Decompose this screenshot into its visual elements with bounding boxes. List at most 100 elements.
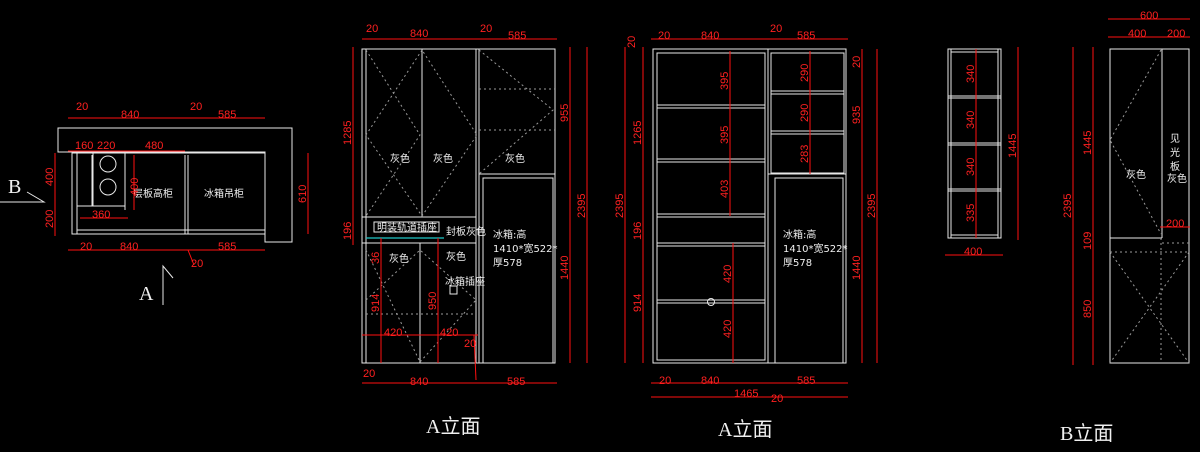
dim: 20	[771, 393, 783, 405]
dim: 585	[218, 109, 236, 121]
dim: 840	[701, 375, 719, 387]
fridge-spec: 冰箱:高	[493, 228, 526, 241]
dim: 1440	[559, 256, 571, 280]
dim: 840	[410, 28, 428, 40]
dim: 290	[799, 104, 811, 122]
dim: 20	[366, 23, 378, 35]
dim: 850	[1082, 300, 1094, 318]
dim: 585	[507, 376, 525, 388]
dim: 200	[1167, 28, 1185, 40]
dim: 160	[75, 140, 93, 152]
dim: 1440	[851, 256, 863, 280]
dim: 610	[297, 185, 309, 203]
dim: 585	[797, 30, 815, 42]
dim: 20	[659, 375, 671, 387]
dim: 20	[480, 23, 492, 35]
burner-icon	[99, 178, 117, 196]
dim: 20	[76, 101, 88, 113]
dim: 914	[370, 294, 382, 312]
dim: 20	[851, 56, 863, 68]
view-marker-b: B	[0, 176, 46, 203]
dim: 400	[964, 246, 982, 258]
dim: 335	[965, 204, 977, 222]
dim: 2395	[1062, 194, 1074, 218]
dim: 283	[799, 145, 811, 163]
dim: 196	[632, 222, 644, 240]
plan-dimensions: 20 840 20 585 160 220 480 400 200 400 36…	[44, 101, 309, 270]
dim: 200	[1166, 218, 1184, 230]
dim: 840	[701, 30, 719, 42]
label-shelf-cabinet: 层板高柜	[133, 187, 173, 200]
fridge-spec: 厚578	[493, 257, 522, 269]
dim: 1265	[632, 121, 644, 145]
view-marker-a: A	[139, 264, 174, 305]
dim: 420	[722, 320, 734, 338]
elevation-a-doors: 灰色 灰色 灰色 明装轨道插座 封板灰色 灰色 灰色 冰箱插座 冰箱:高 141…	[342, 23, 588, 438]
dim: 935	[851, 106, 863, 124]
svg-text:A: A	[139, 283, 154, 305]
dim: 400	[129, 178, 141, 196]
label-fridge-socket: 冰箱插座	[445, 275, 485, 288]
label-grey: 灰色	[505, 152, 525, 165]
cabinet-outline	[71, 152, 266, 235]
socket-icon	[449, 285, 458, 295]
label-cover-grey: 封板灰色	[446, 225, 486, 238]
fridge-spec: 冰箱:高	[783, 228, 816, 241]
dim: 480	[145, 140, 163, 152]
dim: 20	[190, 101, 202, 113]
dim: 340	[965, 158, 977, 176]
dim: 585	[797, 375, 815, 387]
elevation-title: B立面	[1060, 422, 1113, 445]
label-grey: 灰色	[1126, 168, 1146, 181]
svg-text:B: B	[8, 176, 21, 198]
label-exposed-panel: 灰色	[1167, 172, 1187, 185]
dim: 600	[1140, 10, 1158, 22]
elevation-b: 灰色 见 光 板 灰色 340 340 340 335 1445 400 600…	[945, 10, 1190, 445]
dim: 290	[799, 64, 811, 82]
label-exposed-panel: 光	[1170, 146, 1180, 159]
fridge-outline	[482, 177, 554, 364]
dim: 950	[427, 292, 439, 310]
label-grey: 灰色	[389, 252, 409, 265]
dim: 840	[120, 241, 138, 253]
knob-icon	[707, 298, 715, 306]
dim: 36	[370, 252, 382, 264]
dim: 196	[342, 222, 354, 240]
elevation-title: A立面	[718, 418, 772, 441]
label-exposed-panel: 板	[1170, 160, 1180, 173]
side-panel	[1109, 48, 1190, 364]
dim: 20	[464, 338, 476, 350]
dim: 420	[440, 327, 458, 339]
label-exposed-panel: 见	[1170, 133, 1180, 145]
dim: 200	[44, 210, 56, 228]
label-grey: 灰色	[433, 152, 453, 165]
label-grey: 灰色	[446, 250, 466, 263]
dim: 585	[508, 30, 526, 42]
fridge-spec: 1410*宽522*	[783, 242, 848, 255]
plan-view: 层板高柜 冰箱吊柜 20 840 20 585 160 220 480 400 …	[0, 101, 309, 305]
label-rail-socket: 明装轨道插座	[377, 221, 437, 234]
dim: 1445	[1082, 131, 1094, 155]
dim: 220	[97, 140, 115, 152]
dim: 20	[191, 258, 203, 270]
elevation-a-shelves: 冰箱:高 1410*宽522* 厚578 20 20 840 20 585 23…	[614, 23, 878, 441]
fridge-spec: 1410*宽522*	[493, 242, 558, 255]
dim: 1285	[342, 121, 354, 145]
dim: 1445	[1007, 134, 1019, 158]
dim: 914	[632, 294, 644, 312]
fridge-outline	[774, 177, 844, 364]
dim: 2395	[866, 194, 878, 218]
dim: 20	[770, 23, 782, 35]
dim: 585	[218, 241, 236, 253]
dim: 403	[719, 180, 731, 198]
elevation-title: A立面	[426, 415, 480, 438]
label-grey: 灰色	[390, 152, 410, 165]
elevation-b-dimensions: 340 340 340 335 1445 400 600 400 200 239…	[964, 10, 1185, 318]
rail-socket-box	[373, 221, 440, 233]
dim: 395	[719, 72, 731, 90]
dim: 20	[658, 30, 670, 42]
dim: 20	[80, 241, 92, 253]
dim: 2395	[576, 194, 588, 218]
elevation-a1-dimensions: 20 840 20 585 1285 196 955 1440 2395 36 …	[342, 23, 588, 388]
